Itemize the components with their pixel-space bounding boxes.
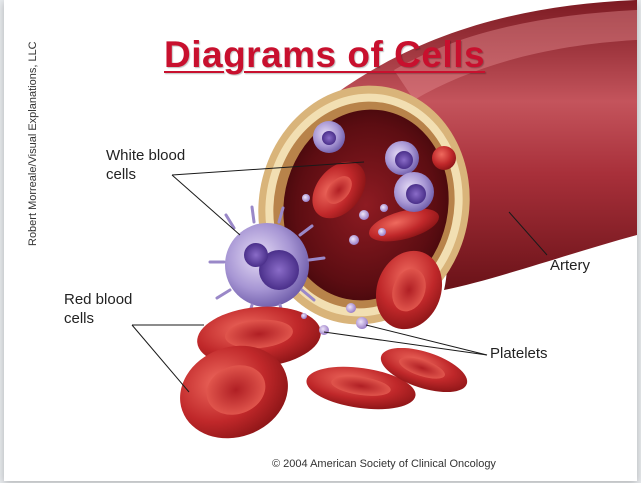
label-red-blood-cells-line1: Red blood — [64, 290, 132, 309]
label-red-blood-cells: Red blood cells — [64, 290, 132, 328]
label-white-blood-cells-line1: White blood — [106, 146, 185, 165]
image-credit: Robert Morreale/Visual Explanations, LLC — [27, 41, 39, 246]
label-platelets: Platelets — [490, 344, 548, 363]
label-white-blood-cells-line2: cells — [106, 165, 185, 184]
copyright-notice: © 2004 American Society of Clinical Onco… — [272, 458, 496, 470]
label-white-blood-cells: White blood cells — [106, 146, 185, 184]
red-blood-cells-group — [167, 302, 472, 453]
slide: Diagrams of Cells Robert Morreale/Visual… — [4, 0, 637, 481]
label-red-blood-cells-line2: cells — [64, 309, 132, 328]
page-title: Diagrams of Cells — [164, 34, 485, 76]
label-artery: Artery — [550, 256, 590, 275]
